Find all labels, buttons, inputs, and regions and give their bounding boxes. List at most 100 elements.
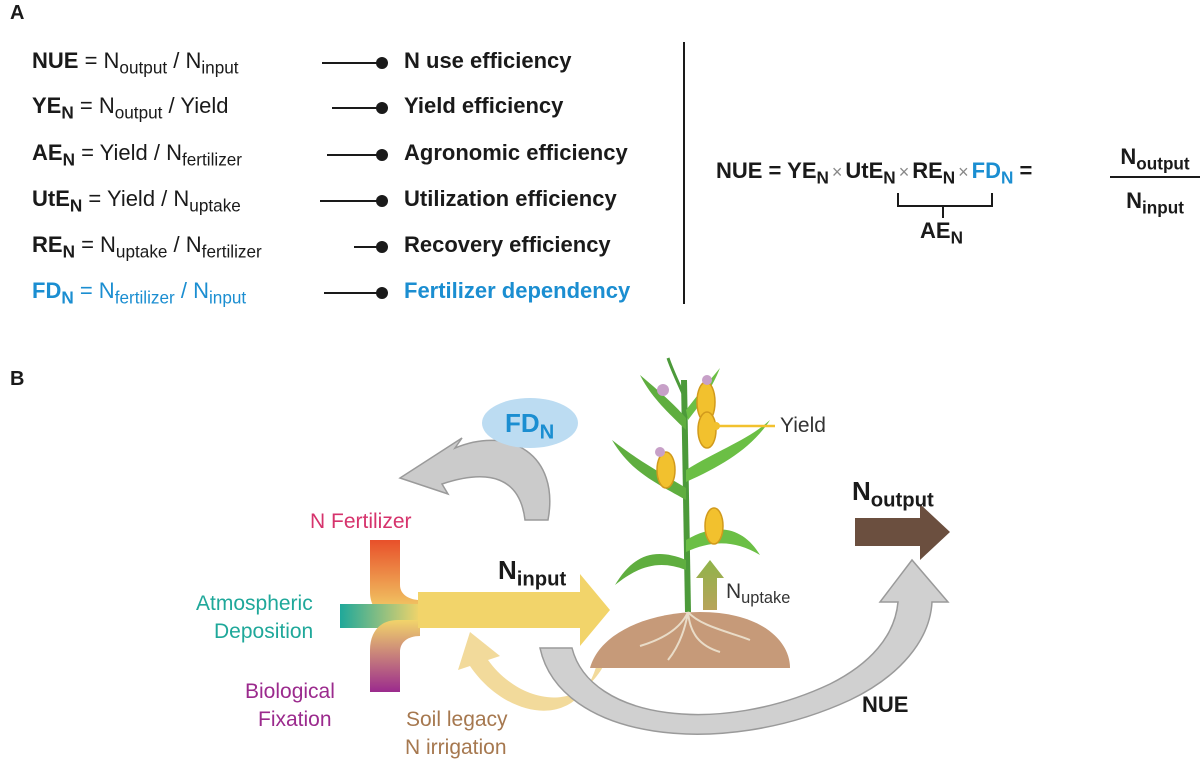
label-soil-legacy: Soil legacy: [406, 708, 508, 731]
term-text: N: [852, 476, 871, 506]
subscript: input: [1141, 197, 1184, 218]
connector-line: [320, 200, 382, 202]
fd-bubble-label: FDN: [505, 408, 554, 443]
term-text: AE: [920, 218, 951, 243]
equation-lhs: NUE =: [716, 158, 782, 183]
yield-pointer-dot: [712, 422, 720, 430]
equals-sign: =: [1019, 158, 1033, 183]
formula-re: REN = Nuptake / Nfertilizer: [32, 232, 262, 262]
meaning-ae: Agronomic efficiency: [404, 140, 628, 165]
equation-term-ye: YEN: [787, 158, 829, 186]
times-sign: ×: [831, 162, 843, 182]
term: AEN: [32, 140, 75, 168]
subscript: N: [69, 195, 83, 216]
term: FDN: [32, 278, 74, 306]
connector-dot: [376, 287, 388, 299]
term-text: YE: [787, 158, 817, 183]
subscript: N: [950, 227, 963, 248]
subscript: output: [1136, 153, 1190, 174]
formula-ae: AEN = Yield / Nfertilizer: [32, 140, 242, 168]
formula-part: / N: [174, 278, 209, 303]
subscript: N: [942, 167, 956, 188]
subscript: N: [61, 102, 74, 123]
term: YEN: [32, 93, 74, 121]
term-text: N: [498, 555, 517, 585]
panel-label-b: B: [10, 368, 25, 390]
term-text: FD: [971, 158, 1001, 183]
subscript: N: [816, 167, 829, 188]
ae-bracket: [897, 193, 993, 207]
term-text: N: [726, 580, 742, 603]
term-text: RE: [32, 232, 63, 257]
ae-bracket-label: AEN: [920, 218, 963, 248]
subscript: input: [208, 287, 247, 308]
subscript: uptake: [189, 195, 241, 216]
meaning-re: Recovery efficiency: [404, 232, 611, 257]
term: UtEN: [32, 186, 82, 214]
n-uptake-arrow: [696, 560, 724, 610]
fraction-denominator: Ninput: [1110, 188, 1200, 218]
label-biological: Biological: [245, 680, 335, 703]
fd-loop-arrow: [398, 437, 551, 521]
subscript: input: [516, 568, 567, 591]
term: REN: [32, 232, 75, 260]
meaning-fd: Fertilizer dependency: [404, 278, 631, 303]
label-n-fertilizer: N Fertilizer: [310, 510, 412, 533]
label-fixation: Fixation: [258, 708, 332, 731]
formula-part: = Yield / N: [74, 140, 182, 165]
connector-line: [354, 246, 382, 248]
subscript: N: [62, 149, 75, 170]
term-text: UtE: [32, 186, 70, 211]
times-sign: ×: [958, 162, 969, 182]
subscript: output: [870, 489, 934, 512]
formula-part: = N: [78, 48, 120, 73]
formula-part: = Yield / N: [82, 186, 190, 211]
connector-line: [327, 154, 382, 156]
subscript: fertilizer: [114, 287, 175, 308]
fertilizer-stream: [370, 540, 420, 616]
definition-nue: NUE = Noutput / Ninput N use efficiency: [32, 48, 692, 78]
fraction-bar: [1110, 176, 1200, 178]
label-nue: NUE: [862, 692, 909, 717]
connector-line: [332, 107, 382, 109]
subscript: N: [883, 167, 896, 188]
n-input-arrow: [418, 574, 610, 646]
meaning-nue: N use efficiency: [404, 48, 572, 73]
nue-equation: NUE = YEN×UtEN×REN×FDN =: [716, 158, 1033, 188]
term-text: N: [1126, 188, 1142, 213]
ae-bracket-stem: [942, 206, 944, 218]
connector-dot: [376, 149, 388, 161]
connector-line: [322, 62, 382, 64]
subscript: N: [61, 287, 74, 308]
label-atmospheric: Atmospheric: [196, 592, 313, 615]
term-text: YE: [32, 93, 62, 118]
term-text: AE: [32, 140, 63, 165]
definition-ute: UtEN = Yield / Nuptake Utilization effic…: [32, 186, 692, 216]
subscript: uptake: [115, 241, 168, 262]
label-n-input: Ninput: [498, 555, 566, 590]
term-text: FD: [505, 408, 540, 438]
label-deposition: Deposition: [214, 620, 314, 643]
formula-nue: NUE = Noutput / Ninput: [32, 48, 239, 76]
meaning-ute: Utilization efficiency: [404, 186, 617, 211]
panel-divider: [683, 42, 685, 304]
formula-part: = N: [74, 232, 116, 257]
subscript: N: [539, 421, 555, 444]
subscript: fertilizer: [201, 241, 262, 262]
times-sign: ×: [898, 162, 910, 182]
nue-arrow: [539, 558, 950, 735]
label-n-output: Noutput: [852, 476, 934, 511]
meaning-ye: Yield efficiency: [404, 93, 564, 118]
equation-term-ute: UtEN: [845, 158, 895, 186]
subscript: N: [1001, 167, 1014, 188]
definition-ye: YEN = Noutput / Yield Yield efficiency: [32, 93, 692, 123]
definition-re: REN = Nuptake / Nfertilizer Recovery eff…: [32, 232, 692, 262]
soil-mound: [590, 612, 790, 668]
panel-label-a: A: [10, 2, 25, 24]
subscript: N: [62, 241, 75, 262]
subscript: output: [114, 102, 163, 123]
formula-part: = N: [73, 93, 115, 118]
term-text: UtE: [845, 158, 884, 183]
n-output-arrow: [855, 504, 950, 560]
